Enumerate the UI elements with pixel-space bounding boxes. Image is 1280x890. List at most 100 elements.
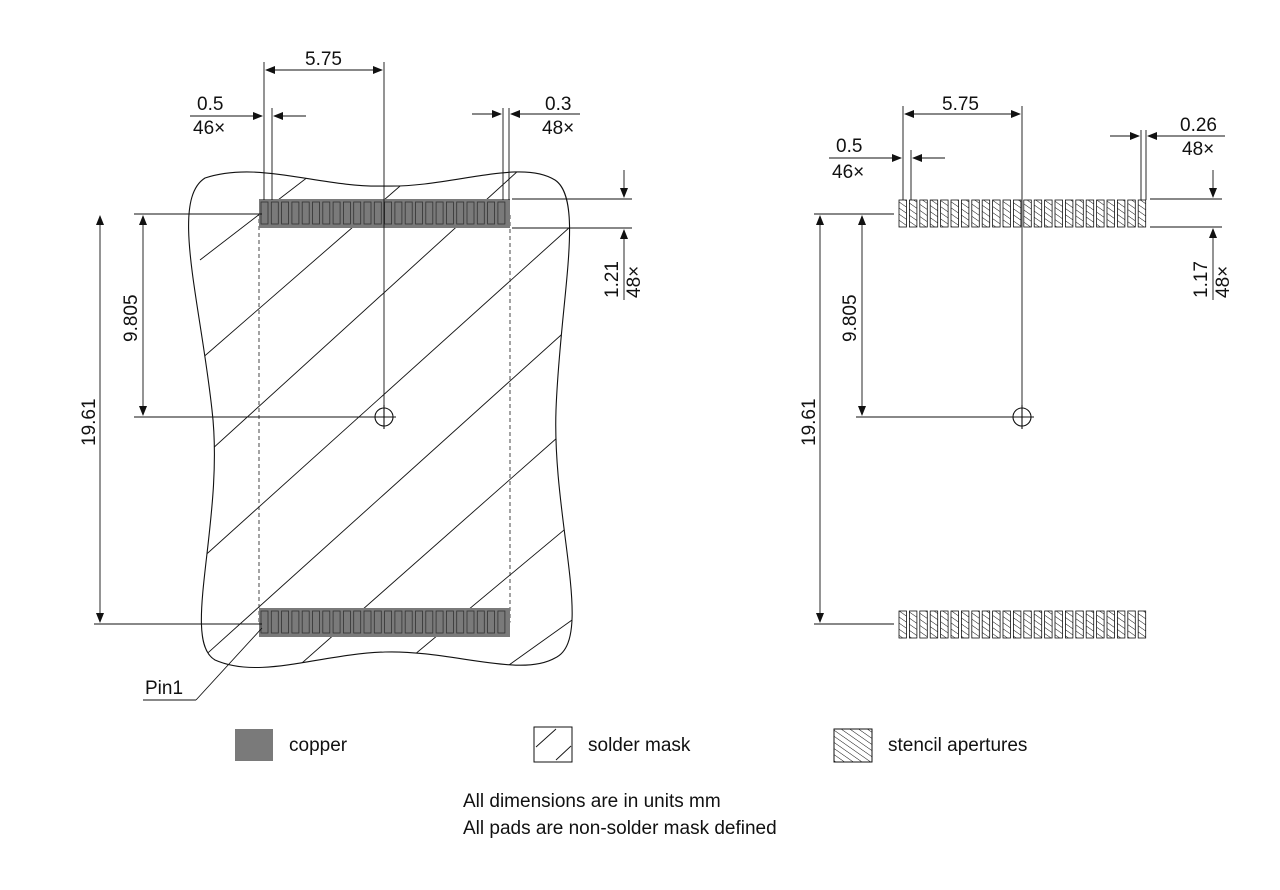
copper-pad-top [384, 201, 393, 225]
stencil-aperture-bottom [909, 610, 918, 639]
stencil-aperture-top [1054, 199, 1063, 228]
dim-pad-length-value: 1.21 [602, 261, 623, 298]
stencil-aperture-bottom [1096, 610, 1105, 639]
stencil-aperture-bottom [1106, 610, 1115, 639]
copper-pad-bottom [445, 610, 454, 634]
dim-pad-width-count: 48× [542, 118, 574, 139]
stencil-aperture-bottom [1033, 610, 1043, 639]
stencil-aperture-top [940, 199, 949, 228]
right-view: 5.75 0.5 46× 0.26 48× 1.17 48× 9.805 [799, 94, 1234, 639]
copper-pad-bottom [487, 610, 496, 634]
copper-pad-top [497, 201, 506, 225]
pin1-label: Pin1 [145, 678, 183, 699]
stencil-aperture-top [1013, 199, 1022, 228]
copper-pad-bottom [281, 610, 290, 634]
legend-copper-swatch [235, 729, 273, 761]
copper-pad-bottom [312, 610, 320, 634]
copper-pad-top [270, 201, 279, 225]
stencil-aperture-top [1085, 199, 1095, 228]
stencil-aperture-top [919, 199, 928, 228]
stencil-aperture-bottom [1065, 610, 1074, 639]
stencil-aperture-bottom [940, 610, 949, 639]
stencil-aperture-top [1044, 199, 1053, 228]
pad-row-top [259, 199, 510, 228]
copper-pad-bottom [425, 610, 434, 634]
copper-pad-bottom [384, 610, 393, 634]
stencil-aperture-top [1075, 199, 1084, 228]
copper-pad-bottom [497, 610, 506, 634]
stencil-aperture-bottom [971, 610, 980, 639]
stencil-aperture-top [950, 199, 959, 228]
copper-pad-top [353, 201, 362, 225]
dim-full-span-right: 19.61 [799, 398, 820, 446]
stencil-aperture-top [992, 199, 1001, 228]
copper-pad-top [260, 201, 269, 225]
stencil-aperture-top [1002, 199, 1011, 228]
copper-pad-top [456, 201, 465, 225]
copper-pad-bottom [301, 610, 310, 634]
stencil-aperture-bottom [1117, 610, 1126, 639]
dim-half-span: 9.805 [121, 294, 142, 342]
legend-solder-mask-swatch [533, 726, 573, 763]
copper-pad-top [373, 201, 382, 225]
note-line-2: All pads are non-solder mask defined [463, 818, 777, 839]
stencil-aperture-bottom [950, 610, 959, 639]
legend: copper solder mask stencil apertures [235, 726, 1027, 763]
solder-mask-outline [188, 171, 573, 669]
copper-pad-top [445, 201, 454, 225]
copper-pad-bottom [260, 610, 269, 634]
stencil-aperture-bottom [1127, 610, 1136, 639]
stencil-aperture-top [1127, 199, 1136, 228]
copper-pad-top [312, 201, 320, 225]
copper-pad-bottom [394, 610, 403, 634]
copper-pad-bottom [466, 610, 475, 634]
note-line-1: All dimensions are in units mm [463, 791, 721, 812]
copper-pad-bottom [342, 610, 351, 634]
stencil-aperture-top [1106, 199, 1115, 228]
copper-pad-top [394, 201, 403, 225]
stencil-aperture-top [898, 199, 907, 228]
copper-pad-top [425, 201, 434, 225]
stencil-aperture-top [1065, 199, 1074, 228]
copper-pad-top [466, 201, 475, 225]
stencil-aperture-top [1023, 199, 1032, 228]
copper-pad-bottom [456, 610, 465, 634]
copper-pad-top [322, 201, 331, 225]
stencil-aperture-bottom [1054, 610, 1063, 639]
stencil-aperture-top [1096, 199, 1105, 228]
copper-pad-top [342, 201, 351, 225]
stencil-aperture-bottom [1075, 610, 1084, 639]
legend-stencil-swatch [833, 728, 873, 763]
dim-pitch-value: 0.5 [197, 94, 223, 115]
copper-pad-bottom [332, 610, 341, 634]
stencil-aperture-bottom [981, 610, 991, 639]
copper-pad-top [363, 201, 372, 225]
dim-pitch-value-right: 0.5 [836, 136, 862, 157]
copper-pad-top [487, 201, 496, 225]
pad-row-bottom [259, 608, 510, 637]
stencil-aperture-bottom [1044, 610, 1053, 639]
copper-pad-top [291, 201, 300, 225]
stencil-row-top [898, 199, 1147, 228]
dim-pitch-count-right: 46× [832, 162, 864, 183]
copper-pad-top [281, 201, 290, 225]
legend-solder-mask-label: solder mask [588, 735, 691, 756]
dim-top-width-right: 5.75 [942, 94, 979, 115]
copper-pad-top [301, 201, 310, 225]
copper-pad-bottom [363, 610, 372, 634]
dim-pitch-count: 46× [193, 118, 225, 139]
stencil-aperture-top [961, 199, 970, 228]
stencil-aperture-bottom [1085, 610, 1095, 639]
copper-pad-bottom [373, 610, 382, 634]
stencil-aperture-bottom [898, 610, 907, 639]
dim-aperture-width-value: 0.26 [1180, 115, 1217, 136]
stencil-aperture-bottom [1002, 610, 1011, 639]
copper-pad-bottom [322, 610, 331, 634]
stencil-aperture-bottom [1023, 610, 1032, 639]
copper-pad-bottom [476, 610, 485, 634]
stencil-aperture-bottom [919, 610, 928, 639]
copper-pad-bottom [435, 610, 444, 634]
stencil-aperture-bottom [961, 610, 970, 639]
dim-pad-width-value: 0.3 [545, 94, 571, 115]
